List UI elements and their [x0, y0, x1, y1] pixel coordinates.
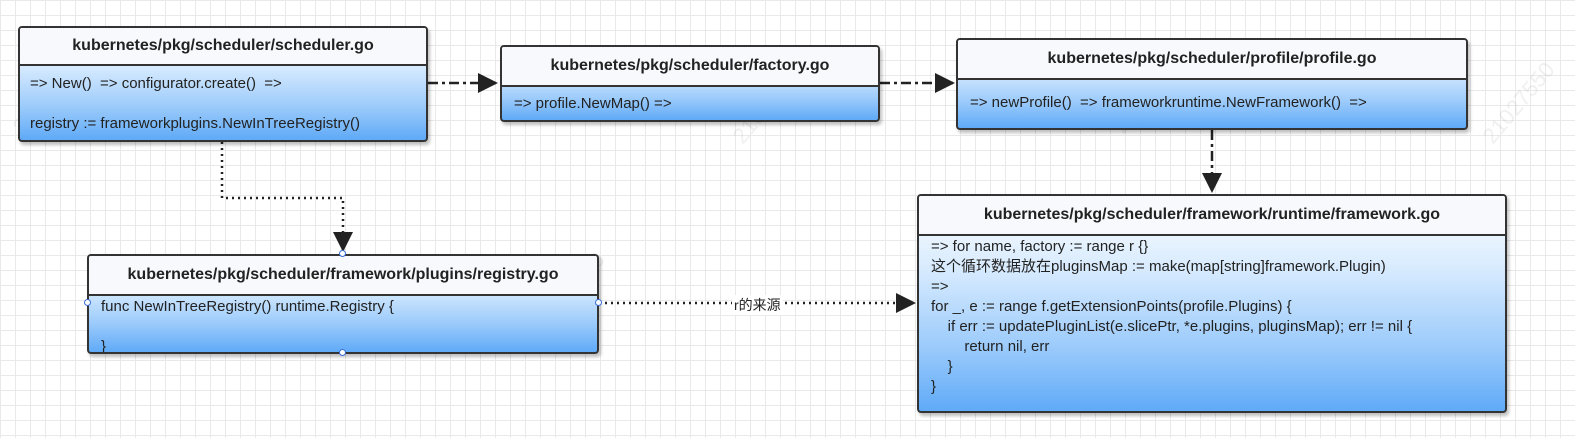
- node-framework-title: kubernetes/pkg/scheduler/framework/runti…: [919, 196, 1505, 236]
- node-registry-body: func NewInTreeRegistry() runtime.Registr…: [101, 298, 394, 354]
- node-registry[interactable]: kubernetes/pkg/scheduler/framework/plugi…: [87, 254, 599, 354]
- node-scheduler[interactable]: kubernetes/pkg/scheduler/scheduler.go =>…: [18, 26, 428, 142]
- node-factory[interactable]: kubernetes/pkg/scheduler/factory.go => p…: [500, 45, 880, 122]
- node-profile-body: => newProfile() => frameworkruntime.NewF…: [970, 94, 1367, 111]
- node-factory-title: kubernetes/pkg/scheduler/factory.go: [502, 47, 878, 87]
- node-factory-body: => profile.NewMap() =>: [514, 95, 672, 112]
- port-bottom[interactable]: [339, 349, 346, 356]
- node-registry-title: kubernetes/pkg/scheduler/framework/plugi…: [89, 256, 597, 296]
- node-framework-body: => for name, factory := range r {} 这个循环数…: [931, 238, 1413, 395]
- port-left[interactable]: [84, 299, 91, 306]
- node-scheduler-title: kubernetes/pkg/scheduler/scheduler.go: [20, 28, 426, 66]
- node-scheduler-body: => New() => configurator.create() => reg…: [30, 75, 360, 132]
- port-top[interactable]: [339, 250, 346, 257]
- edge-label-r-source: r的来源: [732, 295, 783, 315]
- node-profile-title: kubernetes/pkg/scheduler/profile/profile…: [958, 40, 1466, 80]
- edge-scheduler-registry: [220, 142, 353, 252]
- node-framework[interactable]: kubernetes/pkg/scheduler/framework/runti…: [917, 194, 1507, 413]
- port-right[interactable]: [595, 299, 602, 306]
- node-profile[interactable]: kubernetes/pkg/scheduler/profile/profile…: [956, 38, 1468, 130]
